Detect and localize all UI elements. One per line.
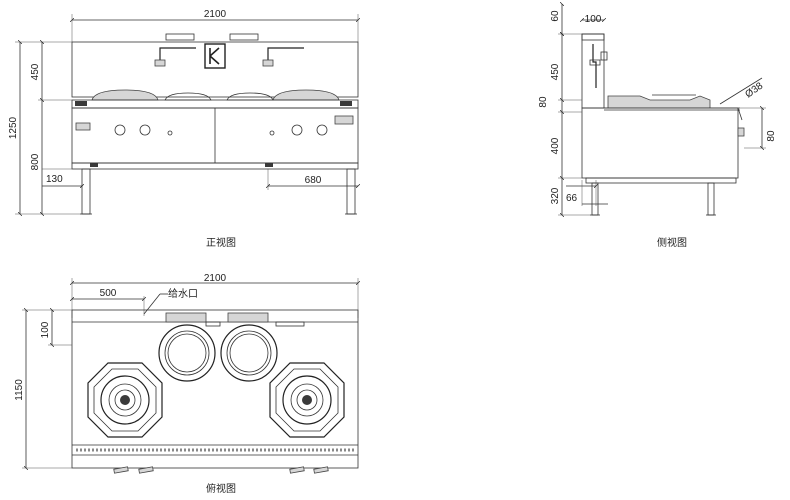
top-depth-label: 1150 <box>14 379 25 401</box>
side-view: 100 60 450 80 400 32 <box>538 4 777 249</box>
front-total-height: 1250 <box>8 116 19 139</box>
side-d100: 100 <box>585 14 602 25</box>
side-top60: 60 <box>550 10 561 22</box>
side-view-caption: 侧视图 <box>657 236 687 249</box>
front-upper-height: 450 <box>30 63 41 80</box>
top-offset-label: 500 <box>100 288 117 299</box>
front-offset-label: 680 <box>305 175 322 186</box>
front-view-caption: 正视图 <box>206 236 236 249</box>
side-d450: 450 <box>550 63 561 80</box>
top-view: 2100 500 给水口 <box>14 273 358 495</box>
top-d100: 100 <box>40 321 51 338</box>
brand-logo <box>204 43 226 69</box>
side-d80b: 80 <box>766 130 777 142</box>
front-leg-height: 130 <box>46 174 63 185</box>
front-width-label: 2100 <box>204 9 227 20</box>
front-view: 2100 <box>8 9 358 249</box>
water-inlet-label: 给水口 <box>168 287 198 300</box>
side-d400: 400 <box>550 137 561 154</box>
front-lower-height: 800 <box>30 153 41 170</box>
side-diameter: Ø38 <box>743 80 765 100</box>
side-d80a: 80 <box>538 96 549 108</box>
side-d320: 320 <box>550 187 561 204</box>
top-view-caption: 俯视图 <box>206 482 236 495</box>
side-d66: 66 <box>566 193 578 204</box>
top-width-label: 2100 <box>204 273 227 284</box>
